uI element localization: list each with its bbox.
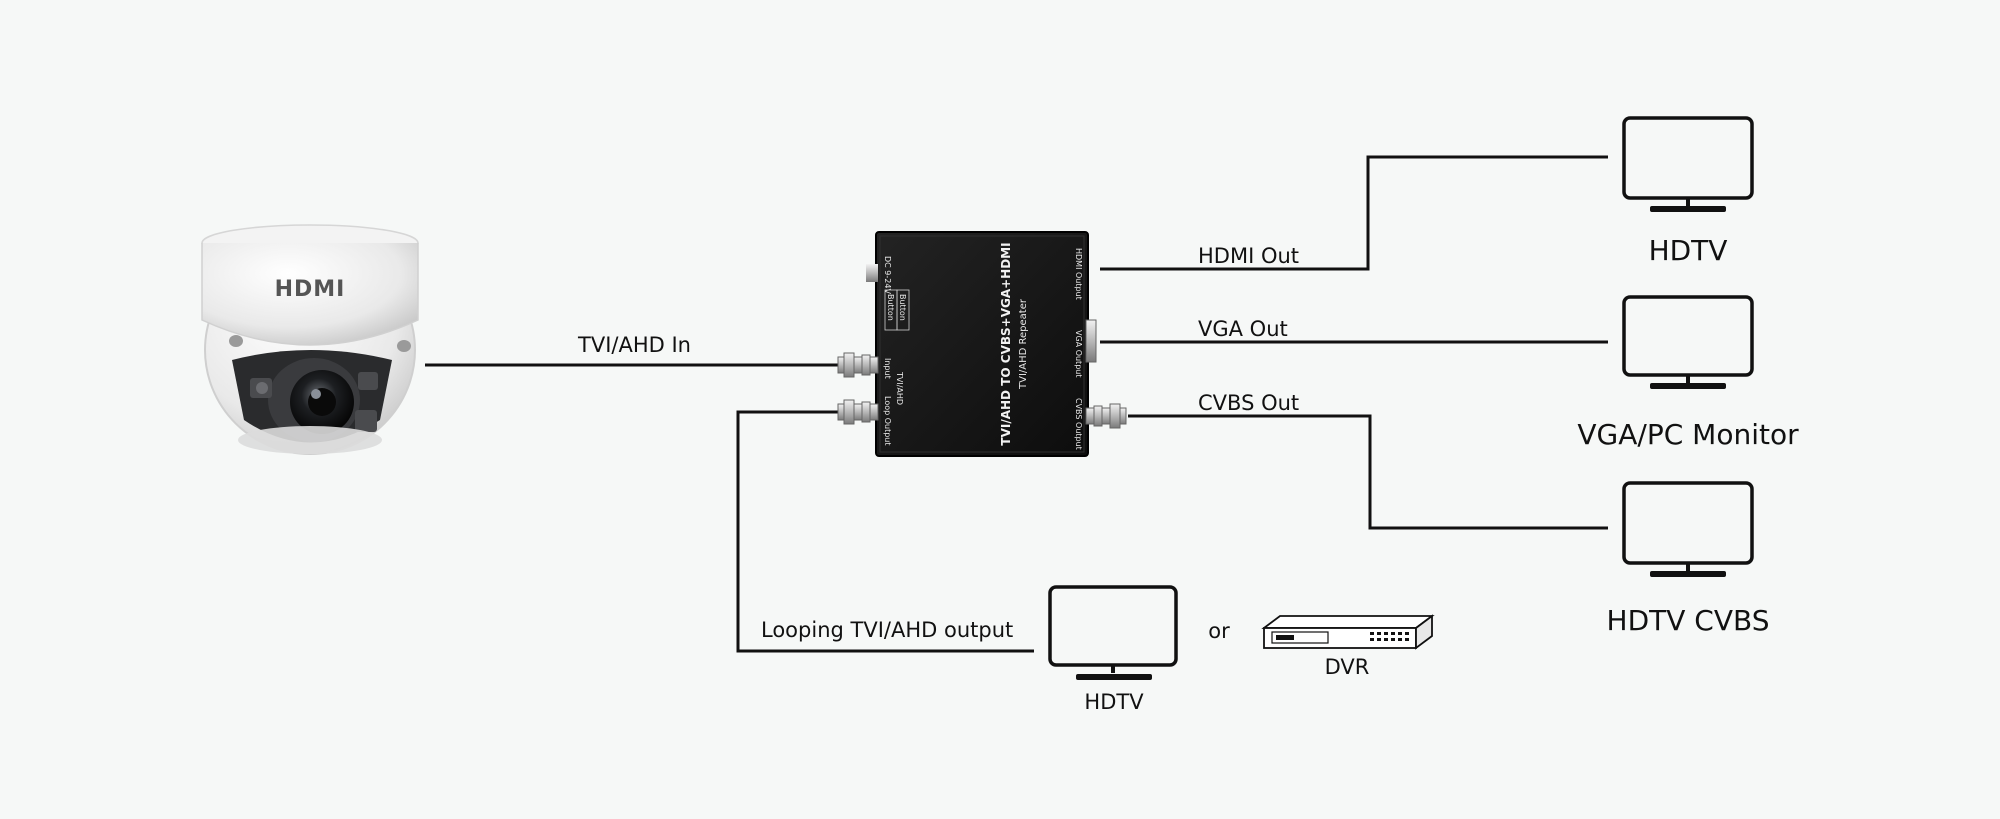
bnc-connector-icon: [837, 352, 879, 378]
bnc-connector-icon: [837, 399, 879, 425]
monitor-icon: [1048, 585, 1178, 680]
converter-box-icon: TVI/AHD TO CVBS+VGA+HDMI TVI/AHD Repeate…: [837, 231, 1127, 457]
converter-subtitle: TVI/AHD Repeater: [1018, 298, 1029, 390]
label-loop-out: Looping TVI/AHD output: [761, 618, 1013, 642]
port-hdmi-label: HDMI Output: [1074, 248, 1083, 300]
bnc-connector-icon: [1085, 403, 1127, 429]
vga-connector-icon: [1085, 319, 1097, 363]
port-vga-label: VGA Output: [1074, 330, 1083, 377]
label-hdmi-out: HDMI Out: [1198, 244, 1299, 268]
port-dc-label: DC 9-24V: [883, 256, 892, 294]
device-hdtv-top: HDTV: [1649, 234, 1728, 267]
label-tvi-in: TVI/AHD In: [577, 333, 691, 357]
dome-camera-icon: HDMI: [201, 224, 419, 455]
device-vga-monitor: VGA/PC Monitor: [1577, 418, 1799, 451]
monitor-icon: [1622, 116, 1754, 212]
port-input-label: Input: [883, 358, 892, 379]
wire-cvbs-out: [1128, 414, 1608, 530]
port-button-2-label: Button: [898, 294, 907, 321]
converter-title: TVI/AHD TO CVBS+VGA+HDMI: [999, 242, 1013, 445]
port-tviahd-label: TVI/AHD: [895, 371, 904, 405]
monitor-icon: [1622, 481, 1754, 577]
dc-power-connector: [866, 264, 878, 282]
port-cvbs-label: CVBS Output: [1074, 398, 1083, 450]
device-hdtv-cvbs: HDTV CVBS: [1607, 604, 1770, 637]
port-loop-label: Loop Output: [883, 396, 892, 446]
label-vga-out: VGA Out: [1198, 317, 1288, 341]
wire-hdmi-out: [1100, 155, 1608, 271]
label-or: or: [1208, 619, 1230, 643]
camera-brand-text: HDMI: [275, 277, 346, 302]
device-hdtv-bottom: HDTV: [1084, 690, 1144, 714]
wire-loop-out: [736, 410, 1034, 653]
label-cvbs-out: CVBS Out: [1198, 391, 1299, 415]
monitor-icon: [1622, 295, 1754, 389]
device-dvr: DVR: [1325, 655, 1370, 679]
dvr-icon: [1261, 614, 1435, 650]
port-button-1-label: Button: [886, 294, 895, 321]
